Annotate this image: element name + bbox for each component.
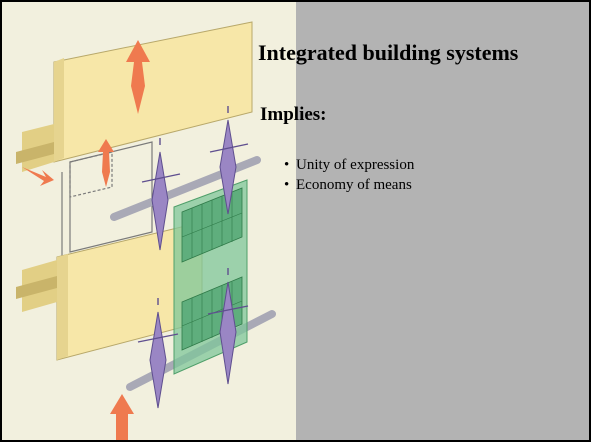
slide-subtitle: Implies:: [260, 104, 327, 125]
structural-arms: [137, 106, 249, 343]
photovoltaic-panel: [173, 179, 248, 375]
bullet-list: • Unity of expression • Economy of means: [284, 157, 414, 197]
bullet-glyph: •: [284, 157, 290, 173]
bullet-item: • Economy of means: [284, 177, 414, 194]
bullet-item: • Unity of expression: [284, 157, 414, 174]
airflow-arrows: [22, 40, 150, 440]
window-frame: [61, 141, 153, 257]
bullet-glyph: •: [284, 177, 290, 193]
bullet-text: Economy of means: [296, 177, 412, 193]
slide-title: Integrated building systems: [258, 40, 519, 65]
bullet-text: Unity of expression: [296, 157, 415, 173]
upper-wall-panel: [16, 21, 253, 172]
structural-columns: [149, 119, 237, 409]
